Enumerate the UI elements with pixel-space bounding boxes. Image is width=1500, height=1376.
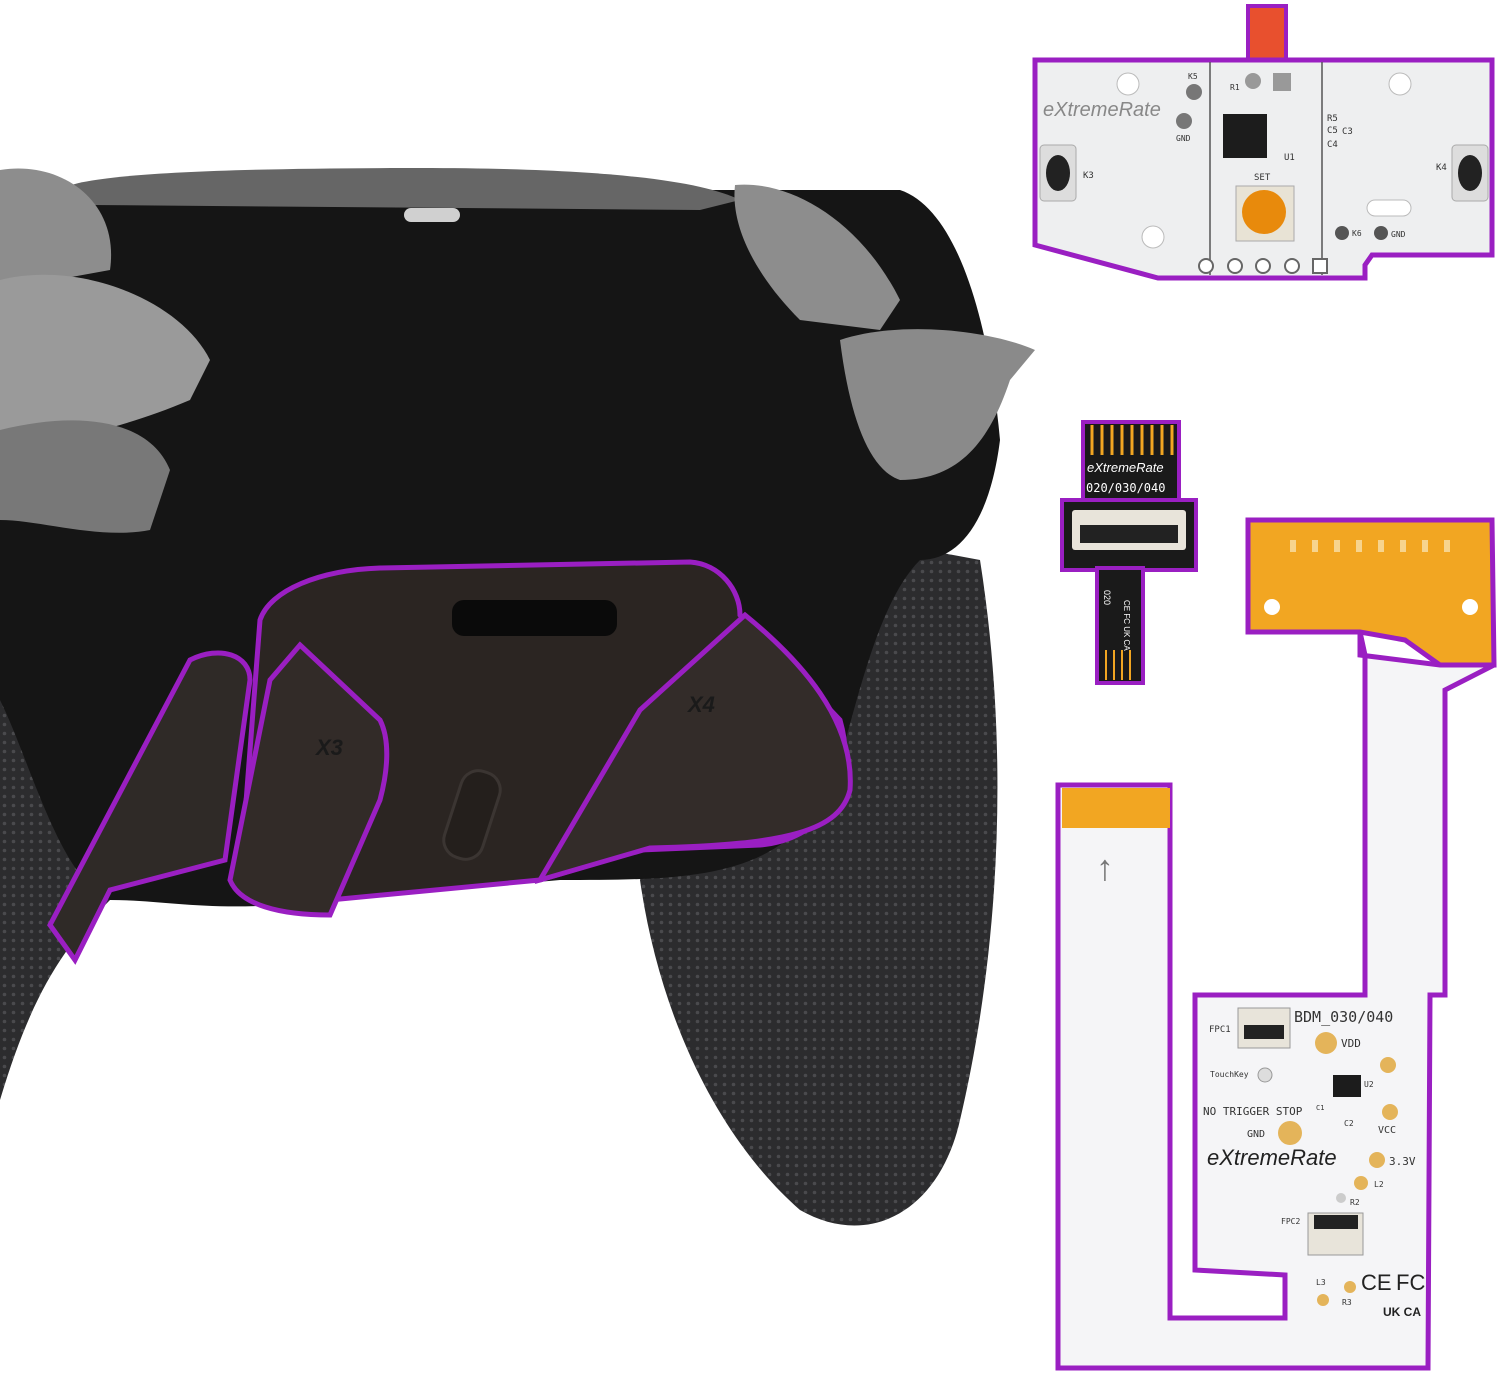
label-c5: C5: [1327, 126, 1338, 136]
paddle-x4[interactable]: [534, 611, 853, 885]
label-r2: R2: [1350, 1198, 1360, 1207]
label-r3: R3: [1342, 1298, 1352, 1307]
label-k4: K4: [1436, 163, 1447, 173]
label-c2: C2: [1344, 1119, 1354, 1128]
main-pcb: eXtremeRate K5 GND R1 R5 C5 C4 C3 U1 K3 …: [1032, 4, 1495, 281]
fc-mark: FC: [1396, 1270, 1425, 1295]
shell-switch[interactable]: [439, 766, 505, 864]
label-fpc1: FPC1: [1209, 1025, 1231, 1035]
usb-port: [404, 208, 460, 222]
label-gnd: GND: [1247, 1129, 1265, 1140]
set-button[interactable]: [1242, 190, 1286, 234]
label-gnd: GND: [1176, 134, 1191, 143]
chip-u2: [1333, 1075, 1361, 1097]
right-bumper-r1: [840, 329, 1035, 480]
left-bumper-l1: [0, 274, 210, 450]
label-k6: K6: [1352, 229, 1362, 238]
label-vdd: VDD: [1341, 1037, 1361, 1050]
ribbon-brand: eXtremeRate: [1087, 460, 1164, 475]
left-bumper-lower: [0, 420, 170, 533]
flex-board: ↑ BDM_030/040 FPC1 VDD TouchKey U2 C1 NO…: [1055, 517, 1497, 1371]
paddle-x3-label: X3: [314, 735, 343, 760]
label-c3: C3: [1342, 127, 1353, 137]
flex-gold-pad: [1245, 517, 1497, 668]
solder-pads: [1198, 258, 1328, 274]
label-r5: R5: [1327, 114, 1338, 124]
label-3v3: 3.3V: [1389, 1155, 1416, 1168]
ribbon-cable: eXtremeRate 020/030/040 020 CE FC UK CA: [1060, 420, 1198, 685]
paddle-x4-label: X4: [686, 692, 715, 717]
right-trigger-r2: [734, 184, 900, 330]
paddle-x3[interactable]: [227, 641, 390, 918]
ce-mark: CE: [1361, 1270, 1392, 1295]
label-c4: C4: [1327, 140, 1338, 150]
brand-logo: eXtremeRate: [1043, 99, 1161, 121]
label-k3: K3: [1083, 171, 1094, 181]
label-c1: C1: [1316, 1104, 1324, 1112]
main-pcb-board: [1032, 57, 1495, 281]
label-r1: R1: [1230, 83, 1240, 92]
flex-strip: [1055, 631, 1496, 1371]
paddle-far-left[interactable]: [47, 650, 253, 965]
label-l2: L2: [1374, 1180, 1384, 1189]
label-fpc2: FPC2: [1281, 1217, 1300, 1226]
ukca-mark: UK CA: [1383, 1305, 1421, 1319]
top-connector: [1246, 4, 1288, 63]
top-ridge: [60, 168, 740, 210]
ribbon-model: 020/030/040: [1086, 481, 1165, 495]
ribbon-side-text: 020: [1102, 590, 1112, 605]
label-no-trigger-stop: NO TRIGGER STOP: [1203, 1105, 1303, 1118]
controller: X3 X4: [0, 168, 1035, 1226]
label-k5: K5: [1188, 72, 1198, 81]
label-l3: L3: [1316, 1278, 1326, 1287]
label-u1: U1: [1284, 153, 1295, 163]
left-trigger-l2: [0, 168, 112, 290]
label-vcc: VCC: [1378, 1125, 1396, 1136]
flex-model: BDM_030/040: [1294, 1008, 1393, 1026]
arrow-mark: ↑: [1096, 847, 1114, 888]
label-gnd-2: GND: [1391, 230, 1406, 239]
chip-u1: [1223, 114, 1267, 158]
ribbon-marks: CE FC UK CA: [1122, 600, 1131, 651]
shell-slot: [452, 600, 617, 636]
label-u2: U2: [1364, 1080, 1374, 1089]
label-touchkey: TouchKey: [1210, 1070, 1249, 1079]
label-set: SET: [1254, 173, 1271, 183]
flex-brand-logo: eXtremeRate: [1207, 1145, 1337, 1170]
